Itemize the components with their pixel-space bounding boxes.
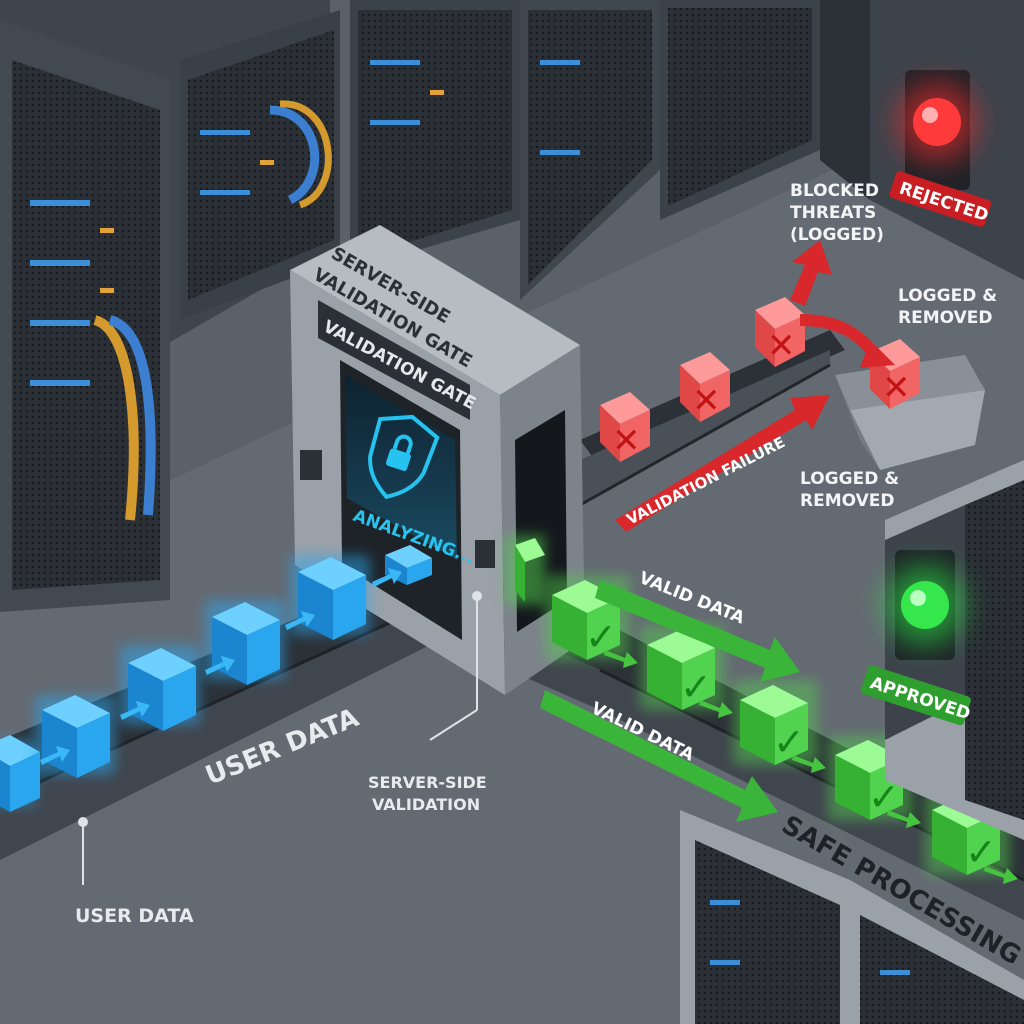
validation-callout-line1: SERVER-SIDE: [368, 773, 487, 792]
blue-cube: [120, 645, 200, 731]
logged-top-line1: LOGGED &: [898, 286, 997, 306]
blue-cube: [290, 555, 370, 640]
flow-arrows-green: [604, 650, 1018, 884]
valid-data-arrow-1: [595, 580, 800, 682]
x-mark-icon: ✕: [882, 368, 911, 408]
blocked-arrow: [790, 240, 832, 306]
blocked-line3: (LOGGED): [790, 225, 884, 245]
blue-cube: [0, 735, 40, 812]
logged-top-line2: REMOVED: [898, 308, 993, 328]
valid-arrows: [540, 580, 800, 822]
shield-lock-icon: [368, 414, 440, 500]
flow-arrows-blue: [40, 568, 402, 765]
blue-cube: [205, 600, 285, 685]
blue-cube: [35, 695, 115, 778]
callout-lines: [78, 591, 482, 885]
user-data-callout: USER DATA: [75, 905, 194, 927]
red-cube: ✕: [600, 392, 650, 462]
checkmark-icon: ✓: [680, 665, 712, 709]
validation-failure-arrow: [615, 395, 830, 532]
x-mark-icon: ✕: [612, 421, 641, 461]
green-status-light: [901, 581, 949, 629]
logged-mid-line1: LOGGED &: [800, 469, 899, 489]
blocked-line1: BLOCKED: [790, 181, 879, 201]
red-cube: ✕: [680, 352, 730, 422]
logged-mid-line2: REMOVED: [800, 491, 895, 511]
approved-rack: [885, 460, 1024, 840]
valid-data-arrow-2: [540, 690, 778, 822]
checkmark-icon: ✓: [585, 615, 617, 659]
red-cube: ✕: [755, 297, 805, 367]
user-data-items: [0, 545, 432, 812]
gate-plate: [318, 300, 470, 420]
blocked-line2: THREATS: [790, 203, 876, 223]
green-cube: ✓: [640, 625, 725, 710]
server-racks-front: [680, 810, 1024, 1024]
x-mark-icon: ✕: [767, 326, 796, 366]
red-status-light: [913, 98, 961, 146]
validation-callout-line2: VALIDATION: [372, 795, 480, 814]
reject-arrows: [615, 240, 895, 532]
green-cube: ✓: [733, 680, 818, 765]
green-cube: [505, 535, 545, 605]
x-mark-icon: ✕: [692, 381, 721, 421]
checkmark-icon: ✓: [773, 720, 805, 764]
server-racks-back: [0, 0, 870, 612]
checkmark-icon: ✓: [965, 830, 997, 874]
